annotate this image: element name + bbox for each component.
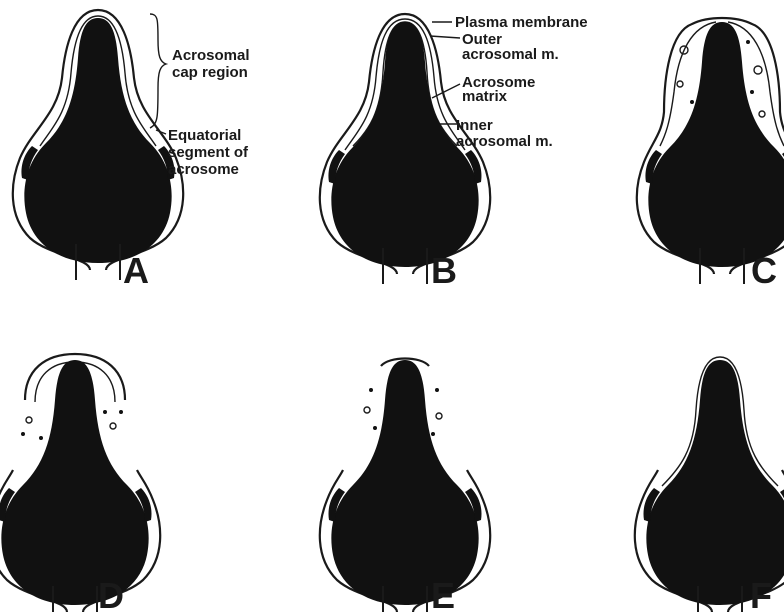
panel-label-a: A: [123, 250, 149, 291]
inner-acrosomal-label-1: Inner: [456, 117, 493, 134]
panel-c: [637, 18, 784, 284]
annotation-group-b: Plasma membrane Outer acrosomal m. Acros…: [430, 14, 588, 150]
panel-label-b: B: [431, 250, 457, 291]
acrosomal-cap-label-2: cap region: [172, 64, 248, 81]
panel-label-e: E: [431, 575, 455, 612]
plasma-membrane-label: Plasma membrane: [455, 14, 588, 31]
inner-acrosomal-label-2: acrosomal m.: [456, 133, 553, 150]
equatorial-label-2: segment of: [168, 144, 249, 161]
panel-a: [13, 10, 183, 280]
panel-label-f: F: [750, 575, 772, 612]
acrosome-matrix-label-2: matrix: [462, 88, 508, 105]
equatorial-label-3: acrosome: [168, 161, 239, 178]
panel-label-d: D: [98, 575, 124, 612]
cap-bracket: [150, 14, 166, 128]
panel-d: [0, 354, 160, 612]
panel-label-c: C: [751, 250, 777, 291]
panel-e: [320, 359, 490, 612]
panel-f: [635, 357, 784, 612]
outer-acrosomal-label-2: acrosomal m.: [462, 46, 559, 63]
equatorial-label-1: Equatorial: [168, 127, 241, 144]
acrosomal-cap-label-1: Acrosomal: [172, 47, 250, 64]
